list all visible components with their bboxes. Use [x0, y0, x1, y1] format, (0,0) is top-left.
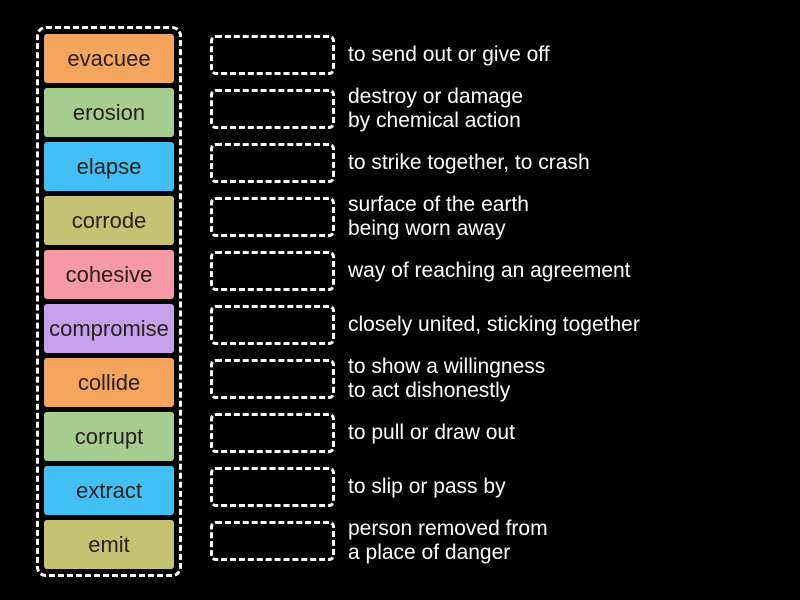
answer-drop-zone[interactable] — [210, 197, 335, 237]
definition-line: by chemical action — [348, 109, 521, 132]
definition-line: way of reaching an agreement — [348, 259, 631, 282]
definition-text: closely united, sticking together — [348, 313, 640, 337]
match-row: to strike together, to crash — [210, 143, 640, 183]
answer-drop-zone[interactable] — [210, 143, 335, 183]
word-tile[interactable]: corrupt — [44, 412, 174, 461]
definition-line: to strike together, to crash — [348, 151, 590, 174]
definition-text: to send out or give off — [348, 43, 550, 67]
word-tile[interactable]: cohesive — [44, 250, 174, 299]
word-tile[interactable]: corrode — [44, 196, 174, 245]
definition-line: to show a willingness — [348, 355, 546, 378]
match-row: to send out or give off — [210, 35, 640, 75]
match-row: to pull or draw out — [210, 413, 640, 453]
answer-drop-zone[interactable] — [210, 521, 335, 561]
match-row: to slip or pass by — [210, 467, 640, 507]
word-tile[interactable]: elapse — [44, 142, 174, 191]
definition-line: closely united, sticking together — [348, 313, 640, 336]
answer-drop-zone[interactable] — [210, 413, 335, 453]
definition-text: to slip or pass by — [348, 475, 506, 499]
word-tile[interactable]: collide — [44, 358, 174, 407]
definition-line: a place of danger — [348, 541, 511, 564]
answer-drop-zone[interactable] — [210, 35, 335, 75]
answer-drop-zone[interactable] — [210, 359, 335, 399]
word-tiles-panel: evacuee erosion elapse corrode cohesive compr… — [36, 26, 182, 577]
word-tile[interactable]: emit — [44, 520, 174, 569]
match-row: way of reaching an agreement — [210, 251, 640, 291]
answer-drop-zone[interactable] — [210, 251, 335, 291]
definition-text: way of reaching an agreement — [348, 259, 631, 283]
word-tile[interactable]: erosion — [44, 88, 174, 137]
word-tile[interactable]: extract — [44, 466, 174, 515]
answer-drop-zone[interactable] — [210, 467, 335, 507]
definition-line: to send out or give off — [348, 43, 550, 66]
definition-line: surface of the earth — [348, 193, 529, 216]
definition-line: person removed from — [348, 517, 548, 540]
definition-line: destroy or damage — [348, 85, 524, 108]
answer-drop-zone[interactable] — [210, 89, 335, 129]
definition-rows: to send out or give off destroy or damage… — [210, 35, 640, 564]
definition-text: to strike together, to crash — [348, 151, 590, 175]
match-row: closely united, sticking together — [210, 305, 640, 345]
word-tile[interactable]: compromise — [44, 304, 174, 353]
definition-line: to act dishonestly — [348, 379, 511, 402]
word-tile[interactable]: evacuee — [44, 34, 174, 83]
definition-line: being worn away — [348, 217, 506, 240]
definition-line: to pull or draw out — [348, 421, 515, 444]
answer-drop-zone[interactable] — [210, 305, 335, 345]
definition-text: to pull or draw out — [348, 421, 515, 445]
definition-line: to slip or pass by — [348, 475, 506, 498]
